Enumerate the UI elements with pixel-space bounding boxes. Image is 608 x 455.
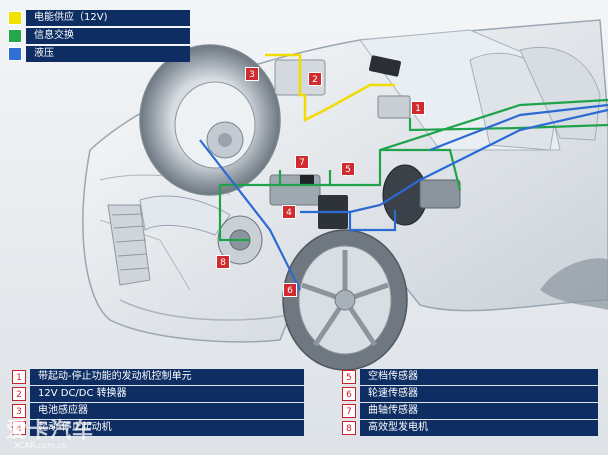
watermark-logo: 爱卡汽车: [6, 418, 94, 442]
legend-swatch-hydraulic: [8, 47, 22, 61]
badge-3: 3: [245, 67, 259, 81]
legend-row-info: 信息交换: [8, 28, 190, 44]
crank-sensor: [300, 175, 314, 185]
component-label: 起动-停止起动机: [30, 420, 304, 436]
legend-label-power: 电能供应（12V): [26, 10, 190, 26]
component-number: 6: [342, 387, 356, 401]
legend-label-hydraulic: 液压: [26, 46, 190, 62]
component-number: 5: [342, 370, 356, 384]
badge-7: 7: [295, 155, 309, 169]
wheel-lower: [282, 229, 408, 371]
component-row: 2 12V DC/DC 转换器: [12, 386, 304, 402]
control-unit-box: [369, 55, 401, 77]
badge-6: 6: [283, 283, 297, 297]
component-number: 3: [12, 404, 26, 418]
component-label: 12V DC/DC 转换器: [30, 386, 304, 402]
component-row: 5 空档传感器: [342, 369, 598, 385]
component-number: 4: [12, 421, 26, 435]
lines-info: [218, 98, 608, 242]
component-number: 7: [342, 404, 356, 418]
component-label: 高效型发电机: [360, 420, 598, 436]
wheel-upper: [139, 44, 281, 196]
component-row: 3 电池感应器: [12, 403, 304, 419]
wheel-rear: [540, 258, 608, 310]
component-row: 6 轮速传感器: [342, 386, 598, 402]
watermark-url: XCAR.com.cn: [14, 441, 67, 450]
component-label: 空档传感器: [360, 369, 598, 385]
legend-swatch-power: [8, 11, 22, 25]
component-legend-right: 5 空档传感器 6 轮速传感器 7 曲轴传感器 8 高效型发电机: [342, 369, 598, 437]
badge-5: 5: [341, 162, 355, 176]
legend-row-power: 电能供应（12V): [8, 10, 190, 26]
lines-12v: [265, 53, 395, 123]
component-row: 1 带起动-停止功能的发动机控制单元: [12, 369, 304, 385]
badge-2: 2: [308, 72, 322, 86]
component-number: 1: [12, 370, 26, 384]
component-label: 带起动-停止功能的发动机控制单元: [30, 369, 304, 385]
component-legend-left: 1 带起动-停止功能的发动机控制单元 2 12V DC/DC 转换器 3 电池感…: [12, 369, 304, 437]
legend-label-info: 信息交换: [26, 28, 190, 44]
badge-4: 4: [282, 205, 296, 219]
component-label: 曲轴传感器: [360, 403, 598, 419]
legend-swatch-info: [8, 29, 22, 43]
master-cylinder: [419, 179, 461, 209]
component-label: 轮速传感器: [360, 386, 598, 402]
component-row: 4 起动-停止起动机: [12, 420, 304, 436]
lines-hydraulic: [199, 103, 608, 291]
badge-8: 8: [216, 255, 230, 269]
component-row: 7 曲轴传感器: [342, 403, 598, 419]
component-label: 电池感应器: [30, 403, 304, 419]
engine-control-unit: [377, 95, 411, 119]
component-number: 2: [12, 387, 26, 401]
component-row: 8 高效型发电机: [342, 420, 598, 436]
legend-row-hydraulic: 液压: [8, 46, 190, 62]
component-number: 8: [342, 421, 356, 435]
line-type-legend: 电能供应（12V) 信息交换 液压: [8, 10, 190, 64]
badge-1: 1: [411, 101, 425, 115]
